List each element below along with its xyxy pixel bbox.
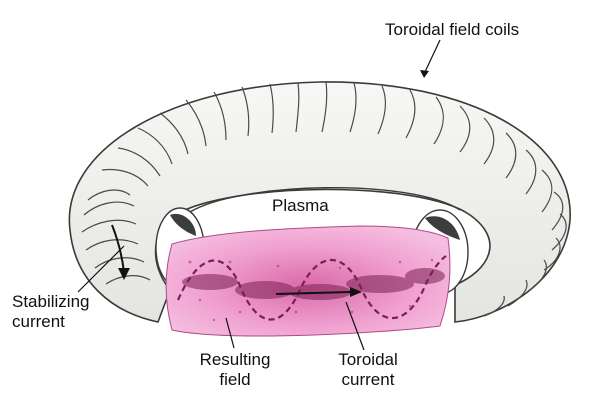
label-stabilizing-line2: current <box>12 312 65 331</box>
label-plasma: Plasma <box>272 196 329 215</box>
label-resulting-line1: Resulting <box>199 350 271 369</box>
label-resulting-field: Resulting field <box>190 350 280 390</box>
label-toroidal-line2: current <box>341 370 395 389</box>
leader-resulting <box>225 317 235 349</box>
plasma-speckle <box>188 258 434 322</box>
coil-windings <box>81 81 567 317</box>
label-toroidal-field-coils: Toroidal field coils <box>385 20 520 39</box>
label-toroidal-line1: Toroidal <box>338 350 398 369</box>
torus-inner-hole <box>189 186 461 213</box>
leader-toroidal <box>345 301 365 351</box>
leader-stabilizing <box>77 245 125 293</box>
toroidal-current-arrow <box>275 291 351 295</box>
label-stabilizing-current: Stabilizing current <box>12 292 90 332</box>
label-stabilizing-line1: Stabilizing <box>12 292 90 311</box>
label-toroidal-current: Toroidal current <box>330 350 406 390</box>
leader-lines <box>77 39 441 351</box>
label-resulting-line2: field <box>219 370 251 389</box>
stabilizing-current-arrow <box>111 224 130 280</box>
resulting-field-line <box>176 255 447 321</box>
leader-coils <box>423 39 441 75</box>
plasma-column <box>165 225 451 337</box>
plasma-body <box>165 225 451 337</box>
